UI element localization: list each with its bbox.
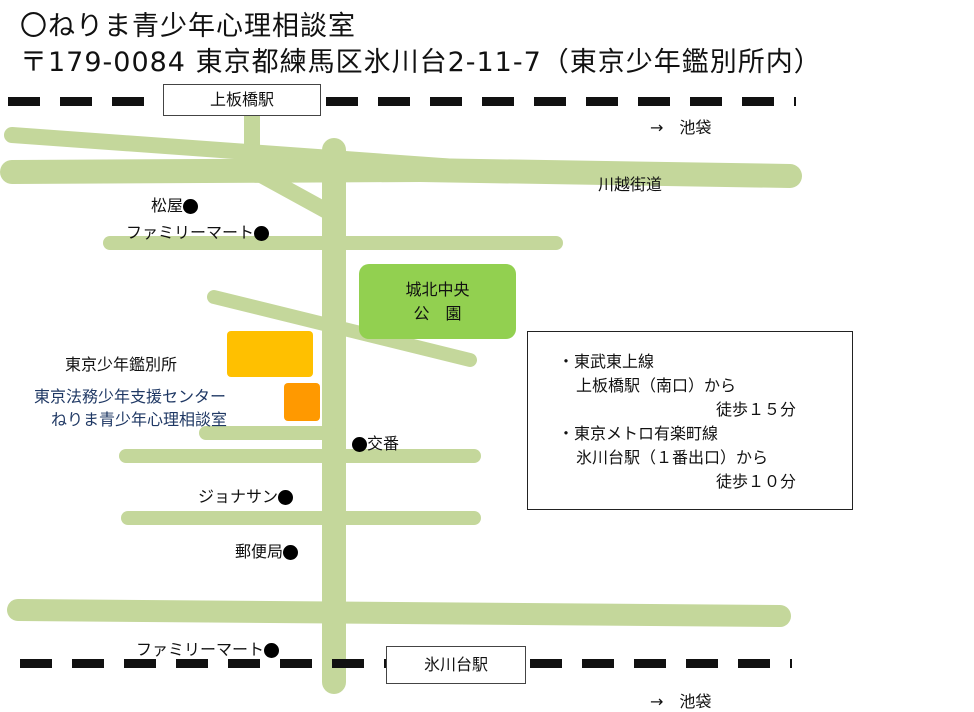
jonathan-label: ジョナサン <box>198 487 279 506</box>
landmark-center-label-1: 東京法務少年支援センター <box>34 387 227 406</box>
road-label-kawagoe: 川越街道 <box>598 175 663 194</box>
landmark-koban: 交番 <box>352 430 399 454</box>
road-lower <box>7 599 791 627</box>
center-building <box>284 383 320 421</box>
direction-ikebukuro-top: → 池袋 <box>650 118 712 137</box>
access-walk-10: 徒歩１０分 <box>716 472 797 491</box>
park-johoku-chuo[interactable]: 城北中央 公 園 <box>359 264 516 339</box>
road-diagonal-link <box>244 162 342 223</box>
address: 〒179-0084 東京都練馬区氷川台2-11-7（東京少年鑑別所内） <box>20 47 822 78</box>
access-station-hikawadai: 氷川台駅（１番出口）から <box>576 448 769 467</box>
post-office-dot-icon <box>283 545 299 560</box>
direction-ikebukuro-bottom: → 池袋 <box>650 692 712 711</box>
matsuya-dot-icon <box>183 199 199 214</box>
landmark-jonathan: ジョナサン <box>198 483 294 507</box>
access-info-box: ・東武東上線 上板橋駅（南口）から 徒歩１５分 ・東京メトロ有楽町線 氷川台駅（… <box>527 331 853 510</box>
koban-dot-icon <box>352 437 367 452</box>
access-line-metro: ・東京メトロ有楽町線 <box>558 424 719 443</box>
railway-yurakucho-west <box>20 659 386 668</box>
park-name-line2: 公 園 <box>413 303 462 323</box>
access-station-kamiitabashi: 上板橋駅（南口）から <box>576 376 737 395</box>
jonathan-dot-icon <box>278 490 294 505</box>
access-walk-15: 徒歩１５分 <box>716 400 797 419</box>
familymart-1-label: ファミリーマート <box>126 223 255 242</box>
landmark-kanbetsu-label: 東京少年鑑別所 <box>65 355 178 374</box>
landmark-familymart-1: ファミリーマート <box>126 219 270 243</box>
landmark-post-office: 郵便局 <box>235 538 299 562</box>
landmark-center-label-2: ねりま青少年心理相談室 <box>51 410 228 429</box>
landmark-matsuya: 松屋 <box>151 192 199 216</box>
familymart-2-dot-icon <box>264 643 280 658</box>
road-diagonal-park <box>207 290 477 367</box>
railway-tobu-west <box>8 97 166 106</box>
post-office-label: 郵便局 <box>235 542 284 561</box>
station-kamiitabashi[interactable]: 上板橋駅 <box>163 84 321 116</box>
page-title: 〇ねりま青少年心理相談室 <box>20 11 356 42</box>
park-name-line1: 城北中央 <box>405 279 470 299</box>
railway-yurakucho-east <box>530 659 792 668</box>
matsuya-label: 松屋 <box>151 196 184 215</box>
road-kawagoe-kaido <box>0 157 802 188</box>
familymart-1-dot-icon <box>254 226 270 241</box>
kanbetsu-building <box>227 331 313 377</box>
landmark-familymart-2: ファミリーマート <box>136 636 280 660</box>
station-hikawadai[interactable]: 氷川台駅 <box>386 646 526 684</box>
familymart-2-label: ファミリーマート <box>136 640 265 659</box>
koban-label: 交番 <box>367 434 400 453</box>
railway-tobu-east <box>326 97 796 106</box>
access-line-tobu: ・東武東上線 <box>558 352 655 371</box>
